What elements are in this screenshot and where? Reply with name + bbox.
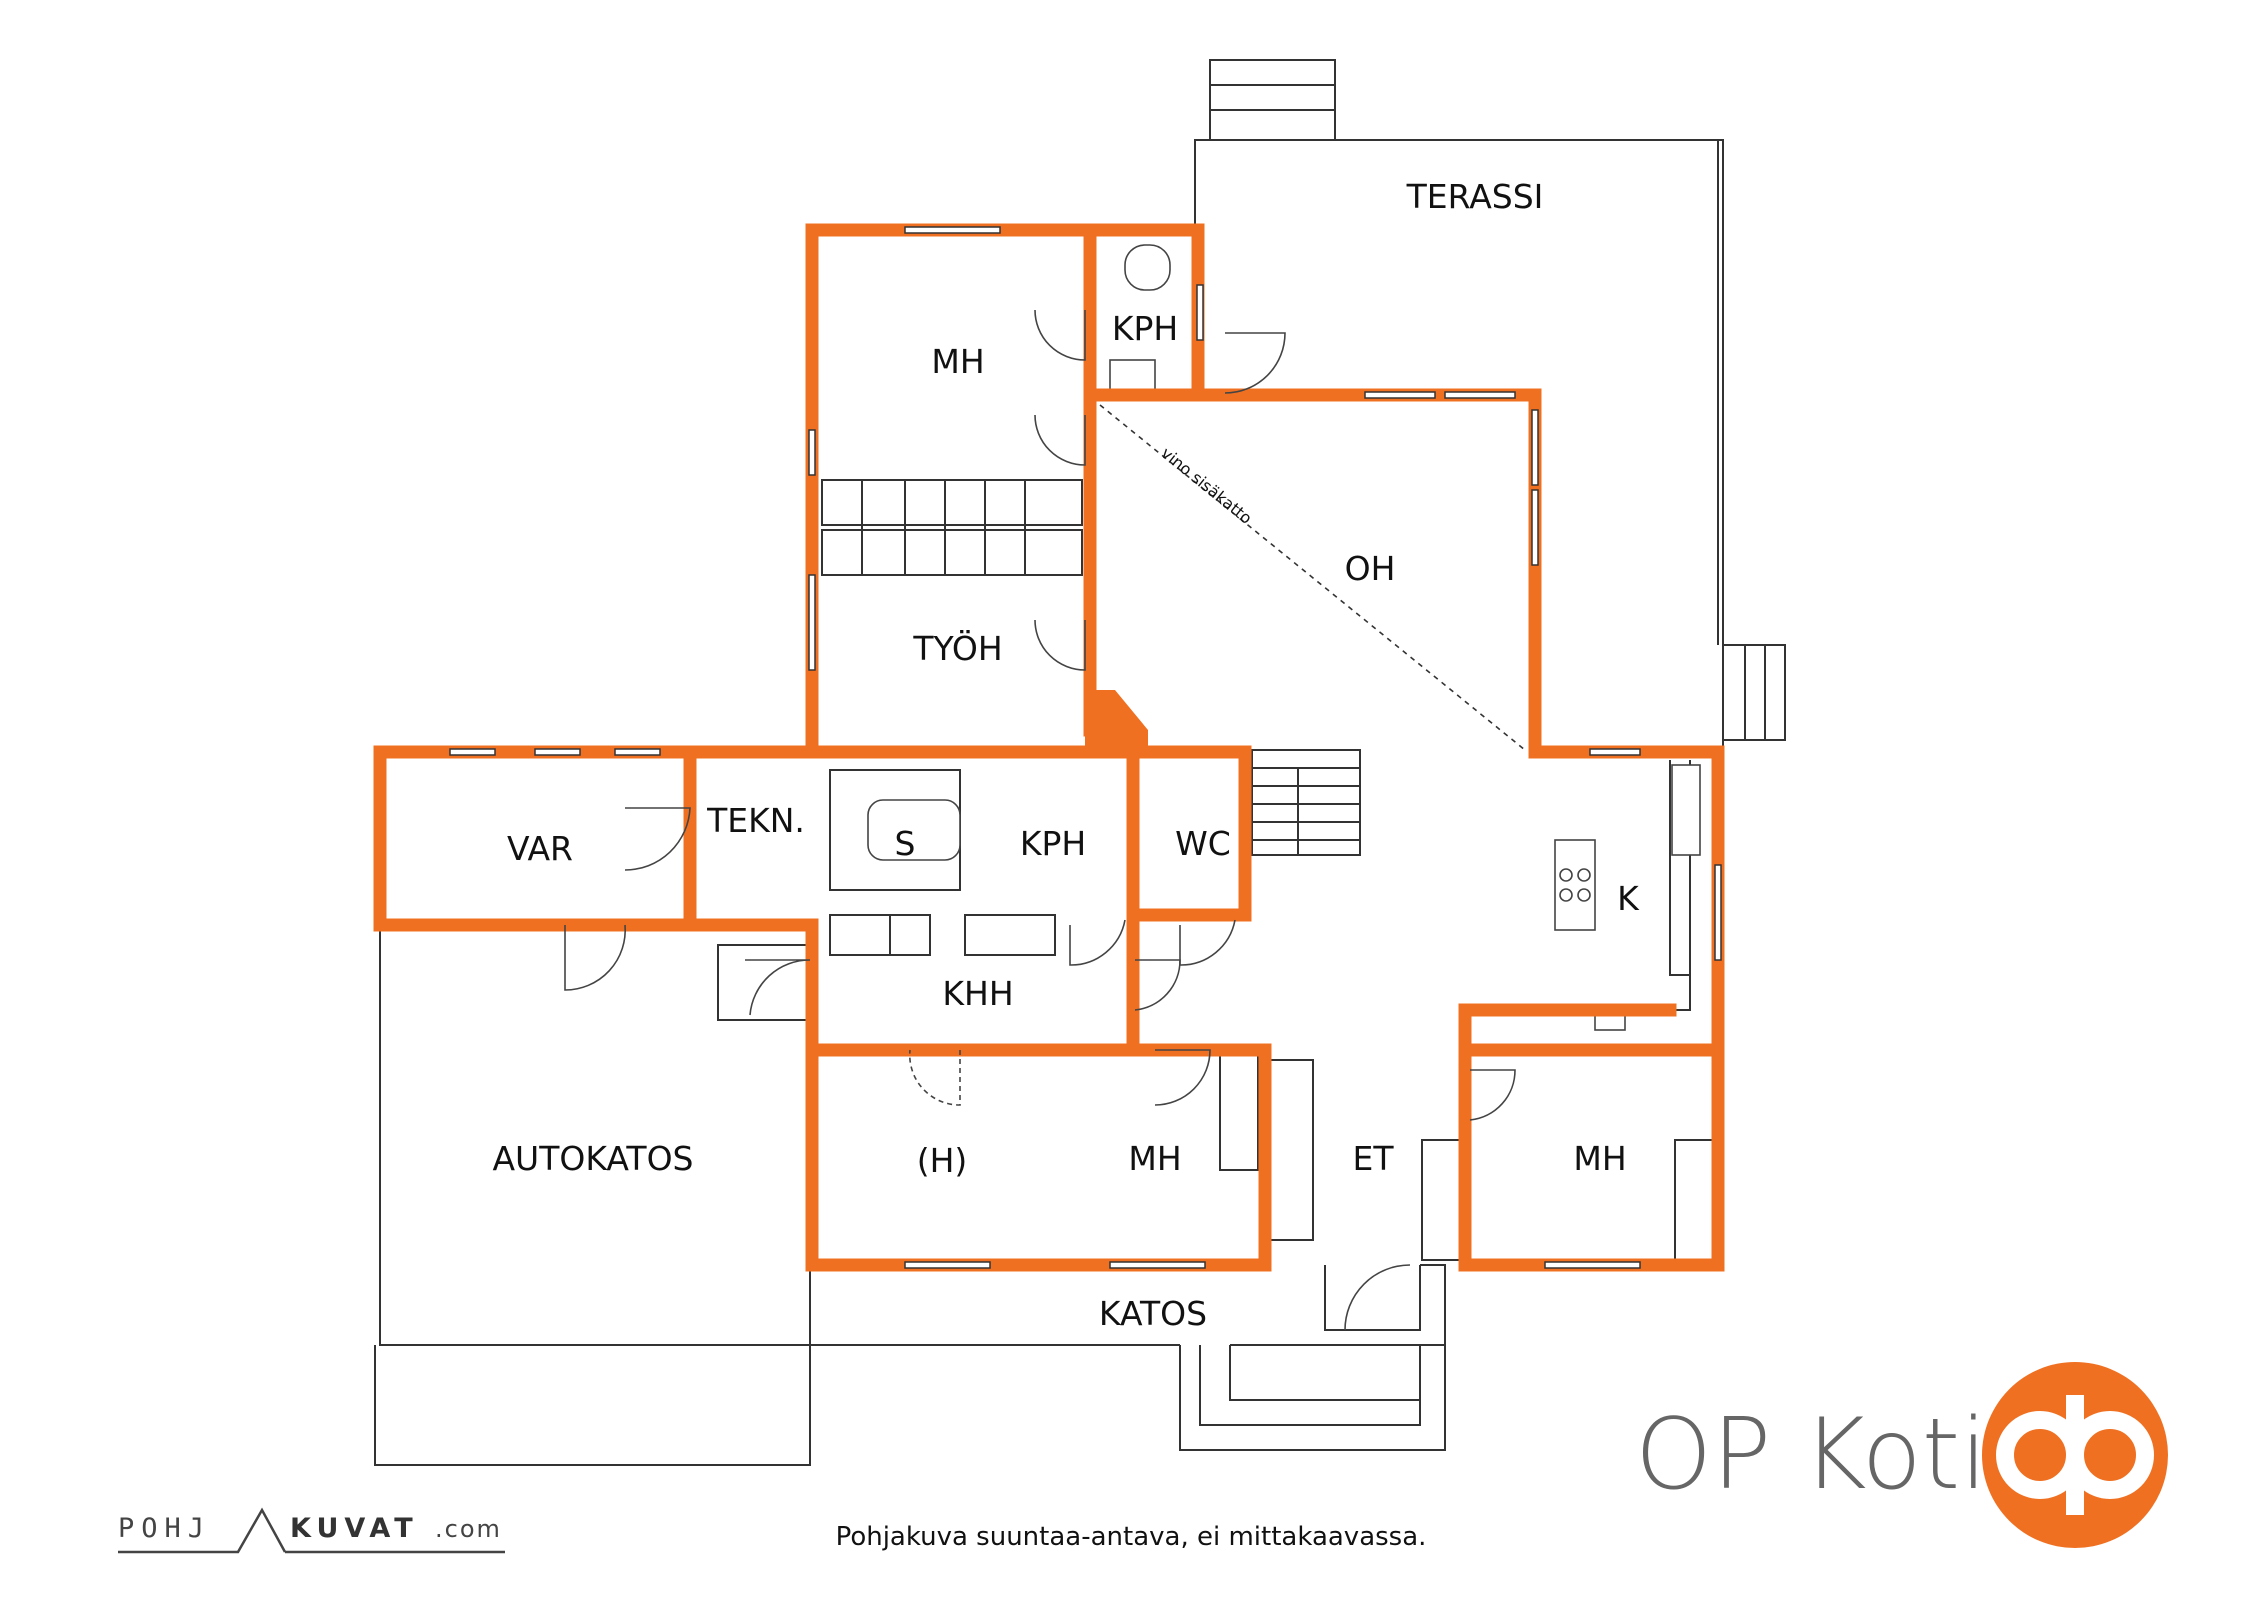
room-label-h: (H) xyxy=(917,1141,968,1180)
room-label-kph-2: KPH xyxy=(1020,824,1086,863)
walls xyxy=(373,223,1725,1272)
watermark-line-icon xyxy=(118,1507,287,1554)
room-label-khh: KHH xyxy=(942,974,1013,1013)
ceiling-note: vino sisäkatto xyxy=(1157,443,1255,528)
brand-name: OP Koti xyxy=(1635,1398,1987,1512)
watermark-part2: KUVAT xyxy=(290,1513,419,1544)
room-label-mh-3: MH xyxy=(1573,1139,1626,1178)
windows xyxy=(449,226,1722,1269)
room-label-tyoh: TYÖH xyxy=(912,628,1002,668)
room-label-tekn: TEKN. xyxy=(706,801,805,840)
room-label-var: VAR xyxy=(507,829,573,868)
sloped-ceiling-line xyxy=(1099,404,1526,751)
room-label-wc: WC xyxy=(1175,824,1231,863)
room-label-oh: OH xyxy=(1345,549,1396,588)
doors xyxy=(564,309,1516,1121)
watermark-part3: .com xyxy=(435,1515,502,1543)
room-label-katos: KATOS xyxy=(1099,1294,1207,1333)
op-logo-icon xyxy=(1982,1362,2168,1548)
watermark-part1: POHJ xyxy=(118,1513,211,1544)
room-label-s: S xyxy=(895,824,916,863)
room-labels: TERASSI MH KPH OH TYÖH VAR TEKN. S KPH W… xyxy=(492,177,1640,1333)
room-label-terassi: TERASSI xyxy=(1406,177,1544,216)
room-label-autokatos: AUTOKATOS xyxy=(492,1139,693,1178)
outline-thin xyxy=(374,59,1786,1466)
disclaimer-text: Pohjakuva suuntaa-antava, ei mittakaavas… xyxy=(836,1522,1427,1552)
room-label-k: K xyxy=(1617,879,1640,918)
room-label-kph-1: KPH xyxy=(1112,309,1178,348)
room-label-mh-2: MH xyxy=(1128,1139,1181,1178)
watermark: POHJ KUVAT .com xyxy=(118,1507,505,1554)
room-label-mh-1: MH xyxy=(931,342,984,381)
room-label-et: ET xyxy=(1352,1139,1394,1178)
